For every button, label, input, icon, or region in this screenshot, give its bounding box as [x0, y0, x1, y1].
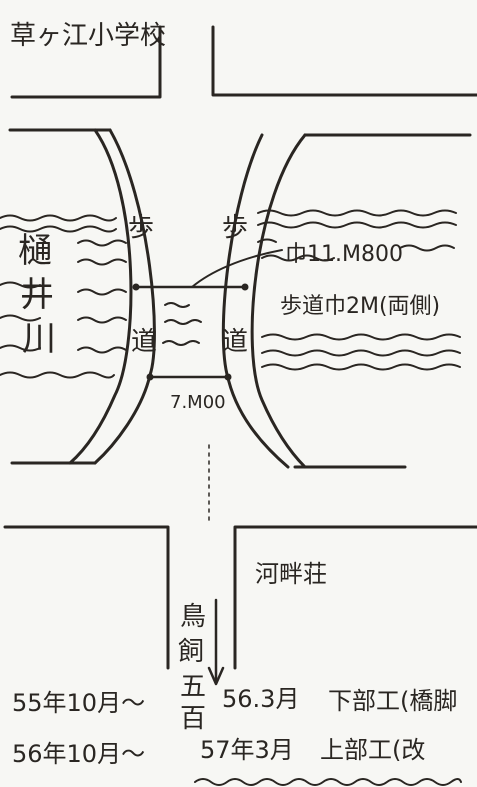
river-label: 樋 井 川 [18, 231, 56, 359]
road-edge-bottom-left [3, 525, 170, 670]
water-lines-center [162, 302, 202, 346]
timeline-row: 56年10月～ 57年3月 上部工(改 [12, 736, 425, 768]
timeline-work: 下部工(橋脚 [328, 687, 457, 715]
sidewalk-char: 歩 [128, 213, 154, 243]
water-lines-left [0, 214, 127, 379]
direction-arrow-head [207, 666, 225, 686]
timeline-end: 57年3月 [200, 736, 294, 764]
river-label-char: 井 [20, 275, 54, 315]
timeline-row: 55年10月～ 56.3月 下部工(橋脚 [12, 685, 457, 717]
direction-label: 鳥 飼 五 百 [178, 602, 206, 734]
kahan-so-label: 河畔荘 [255, 560, 327, 588]
sidewalk-char: 道 [131, 327, 157, 357]
river-label-char: 川 [22, 319, 56, 359]
wavy-underline [194, 778, 462, 786]
sidewalk-label-right: 歩 道 [222, 213, 248, 357]
timeline-work: 上部工(改 [320, 736, 425, 764]
sidewalk-width-label: 歩道巾2M(両側) [280, 294, 440, 319]
dimension-point [241, 283, 249, 291]
dimension-point [132, 283, 140, 291]
road-edge-top-right [211, 25, 477, 97]
road-edge-bottom-right [233, 525, 477, 670]
roadway-width-label: 7.M00 [170, 392, 226, 413]
direction-char: 百 [180, 704, 206, 734]
road-edge-top-left [10, 25, 162, 99]
bridge-outer-left [68, 128, 133, 465]
direction-char: 飼 [178, 637, 204, 667]
timeline-start: 56年10月～ [12, 740, 145, 768]
bridge-inner-left [93, 128, 156, 465]
timeline-end: 56.3月 [222, 685, 299, 713]
direction-char: 五 [180, 672, 206, 702]
school-label: 草ヶ江小学校 [10, 21, 166, 51]
bridge-outer-right [250, 133, 307, 469]
bridge-inner-right [221, 133, 290, 469]
dimension-point [224, 373, 232, 381]
sidewalk-char: 歩 [222, 213, 248, 243]
total-width-label: 巾11.M800 [285, 242, 403, 267]
leader-line-total-width [191, 249, 283, 288]
timeline-start: 55年10月～ [12, 689, 145, 717]
direction-char: 鳥 [180, 602, 206, 632]
sidewalk-char: 道 [222, 327, 248, 357]
dimension-point [146, 373, 154, 381]
sidewalk-label-left: 歩 道 [128, 213, 157, 357]
water-lines-right [257, 209, 461, 371]
river-label-char: 樋 [18, 231, 52, 271]
